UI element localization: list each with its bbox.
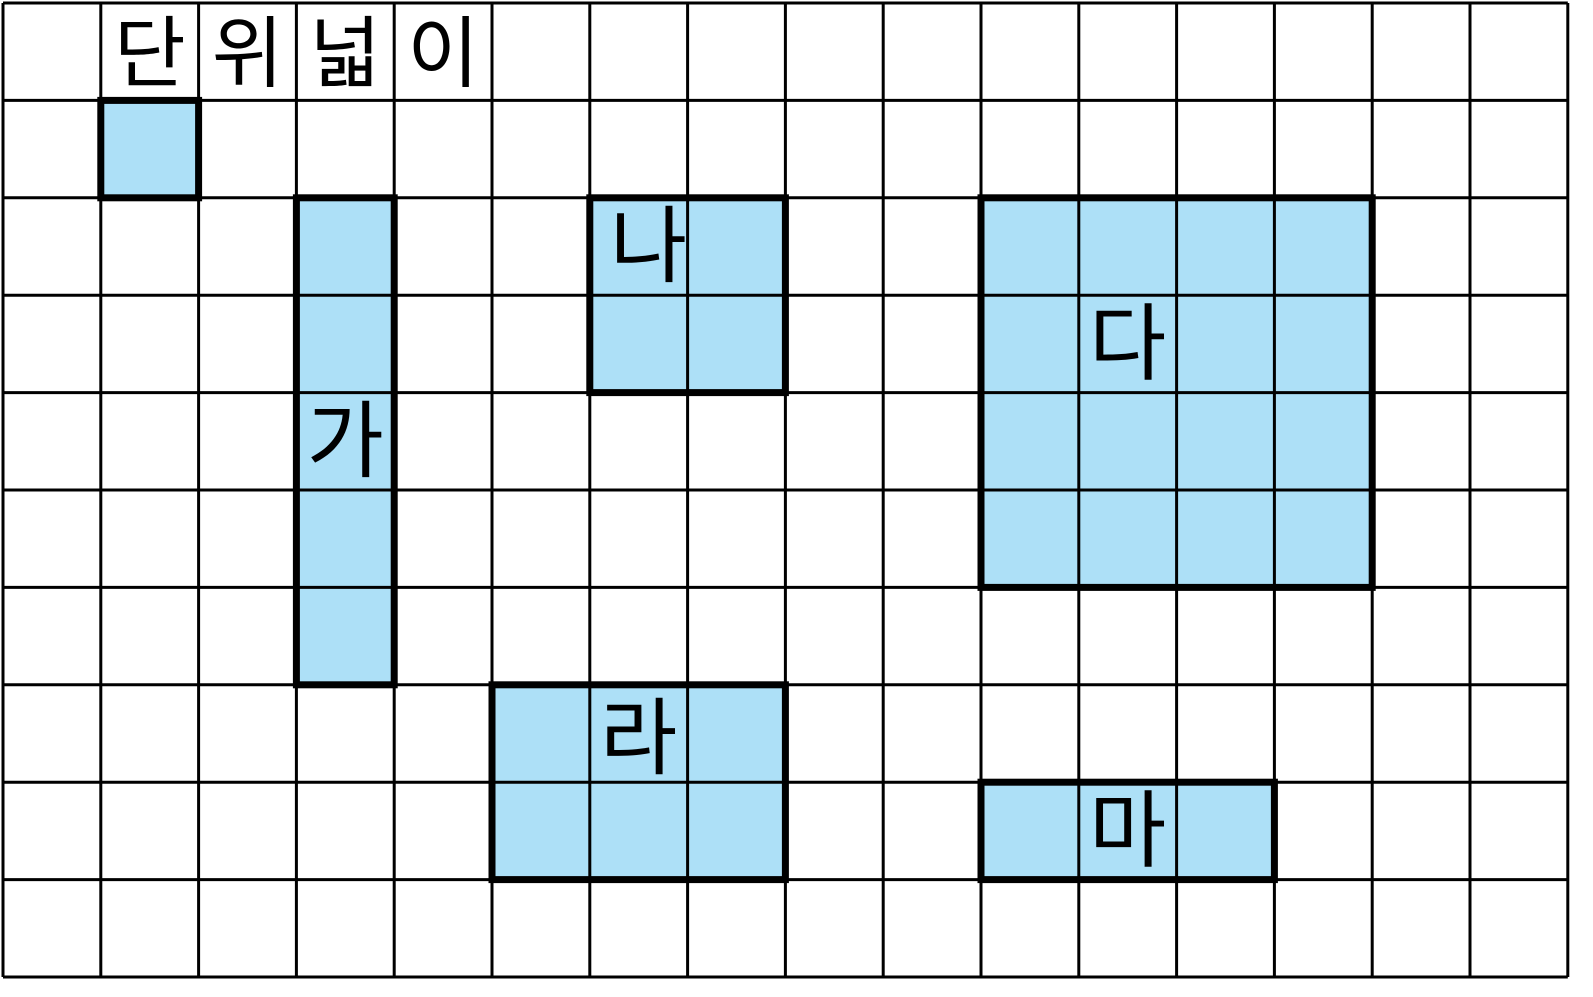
- shape-outlines: [97, 96, 1376, 884]
- unit-square-outline: [97, 96, 203, 202]
- unit-square-fill: [100, 100, 199, 198]
- shape-2-label: 다: [1089, 295, 1166, 393]
- shape-4-fill: [981, 782, 1275, 880]
- unit-area-caption-char: 위: [212, 10, 284, 100]
- unit-area-caption-char: 이: [407, 10, 479, 100]
- shape-0-fill: [296, 197, 395, 685]
- unit-area-caption-char: 넓: [309, 10, 381, 100]
- shape-3-outline: [488, 681, 789, 884]
- unit-area-caption-char: 단: [114, 10, 186, 100]
- shape-0-label: 가: [307, 392, 384, 490]
- shape-1-outline: [586, 194, 789, 397]
- shape-4-label: 마: [1089, 782, 1166, 880]
- shape-3-label: 라: [600, 689, 677, 787]
- shape-0-outline: [292, 194, 398, 689]
- shape-4-outline: [977, 778, 1278, 884]
- shape-2-outline: [977, 194, 1376, 591]
- shape-1-label: 나: [610, 198, 687, 296]
